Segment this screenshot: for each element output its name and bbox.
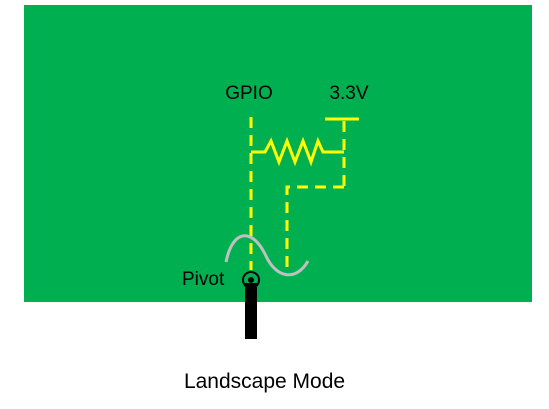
switch-wire [285,185,344,275]
pivot-circle-icon [242,271,260,289]
caption: Landscape Mode [183,370,346,393]
board [24,5,532,302]
pivot-center-icon [248,277,254,283]
gpio-label: GPIO [225,83,273,104]
vcc-label: 3.3V [329,83,368,104]
pivot-label: Pivot [182,269,225,290]
swing-arc-icon [224,234,310,277]
pendulum-arm [245,283,257,339]
resistor-zigzag-icon [251,136,344,167]
